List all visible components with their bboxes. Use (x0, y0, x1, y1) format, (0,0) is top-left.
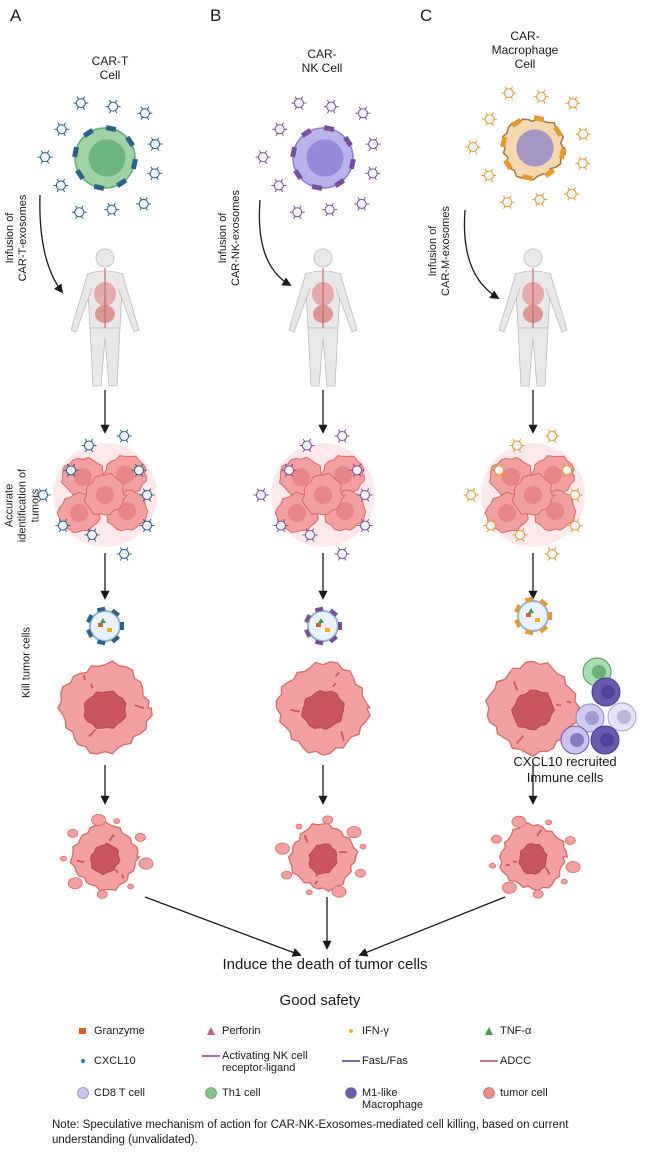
dying-tumor-1 (275, 815, 367, 898)
cell-title-car-t: CAR-T Cell (91, 54, 129, 82)
footnote: Note: Speculative mechanism of action fo… (52, 1119, 569, 1146)
legend-item-6: FasL/Fas (340, 1055, 408, 1067)
car-cell-1 (255, 96, 381, 219)
legend-label: Activating NK cell receptor-ligand (222, 1050, 308, 1074)
m1-macrophage-icon (340, 1087, 362, 1099)
panel-letter-b: B (210, 6, 222, 25)
infusion-arrow-a (39, 194, 64, 294)
panel-letter-c: C (420, 6, 433, 25)
good-safety-text: Good safety (279, 992, 361, 1009)
cell-title-car-nk: CAR- NK Cell (301, 47, 343, 75)
tumor-cell-icon (478, 1087, 500, 1099)
legend-item-11: tumor cell (478, 1087, 548, 1099)
attack-exosome-1 (304, 606, 342, 646)
tnf-alpha-icon (478, 1025, 500, 1037)
th1-cell-icon (200, 1087, 222, 1099)
infusion-label-a: Infusion of CAR-T-exosomes (4, 194, 29, 282)
dying-tumor-0 (60, 814, 154, 899)
final-outcome-text: Induce the death of tumor cells (222, 956, 428, 973)
legend-item-3: TNF-α (478, 1025, 531, 1037)
legend-item-10: M1-like Macrophage (340, 1087, 423, 1111)
infusion-label-b: Infusion of CAR-NK-exosomes (217, 190, 242, 286)
legend-label: Perforin (222, 1025, 261, 1037)
infusion-arrow-c (463, 209, 500, 299)
cell-title-car-m: CAR- Macrophage Cell (491, 29, 559, 71)
recruit-label: CXCL10 recruited Immune cells (513, 754, 617, 785)
legend-label: tumor cell (500, 1087, 548, 1099)
legend-label: Th1 cell (222, 1087, 261, 1099)
attack-exosome-2 (514, 596, 552, 636)
cd8-t-cell-icon (72, 1087, 94, 1099)
perforin-icon (200, 1025, 222, 1037)
car-cell-2 (465, 86, 591, 209)
legend-label: FasL/Fas (362, 1055, 408, 1067)
dying-tumor-2 (489, 815, 581, 899)
legend-label: CXCL10 (94, 1055, 136, 1067)
legend-item-1: Perforin (200, 1025, 261, 1037)
human-body-2 (498, 248, 568, 387)
target-tumor-2 (484, 660, 581, 757)
recruited-immune-cells (560, 657, 637, 755)
legend-item-0: Granzyme (72, 1025, 145, 1037)
legend-item-9: Th1 cell (200, 1087, 261, 1099)
adcc-icon (478, 1055, 500, 1067)
fasl-fas-icon (340, 1055, 362, 1067)
legend-label: CD8 T cell (94, 1087, 145, 1099)
infusion-label-c: Infusion of CAR-M-exosomes (427, 206, 452, 296)
human-body-1 (288, 248, 358, 387)
tumor-cluster-0 (35, 429, 157, 561)
identify-label-a: Accurate identification of tumors (3, 468, 42, 543)
target-tumor-1 (275, 661, 372, 756)
nk-receptor-icon (200, 1050, 222, 1062)
converge-arrow-c (358, 896, 506, 957)
legend-label: TNF-α (500, 1025, 532, 1037)
attack-exosome-0 (86, 606, 124, 646)
granzyme-icon (72, 1025, 94, 1037)
legend-label: M1-like Macrophage (362, 1087, 424, 1111)
legend-item-5: Activating NK cell receptor-ligand (200, 1050, 308, 1074)
kill-label-a: Kill tumor cells (20, 627, 33, 698)
cxcl10-icon (72, 1055, 94, 1067)
legend-label: IFN-γ (362, 1025, 389, 1037)
legend-item-7: ADCC (478, 1055, 531, 1067)
legend-item-2: IFN-γ (340, 1025, 389, 1037)
converge-arrow-a (144, 896, 302, 957)
human-body-0 (70, 248, 140, 387)
legend-label: Granzyme (94, 1025, 145, 1037)
legend-item-4: CXCL10 (72, 1055, 136, 1067)
ifn-gamma-icon (340, 1025, 362, 1037)
tumor-cluster-2 (463, 429, 585, 561)
car-cell-0 (37, 96, 163, 219)
legend-label: ADCC (500, 1055, 532, 1067)
tumor-cluster-1 (253, 429, 375, 561)
legend-item-8: CD8 T cell (72, 1087, 145, 1099)
panel-letter-a: A (10, 6, 22, 25)
target-tumor-0 (57, 660, 153, 755)
infusion-arrow-b (258, 199, 292, 286)
